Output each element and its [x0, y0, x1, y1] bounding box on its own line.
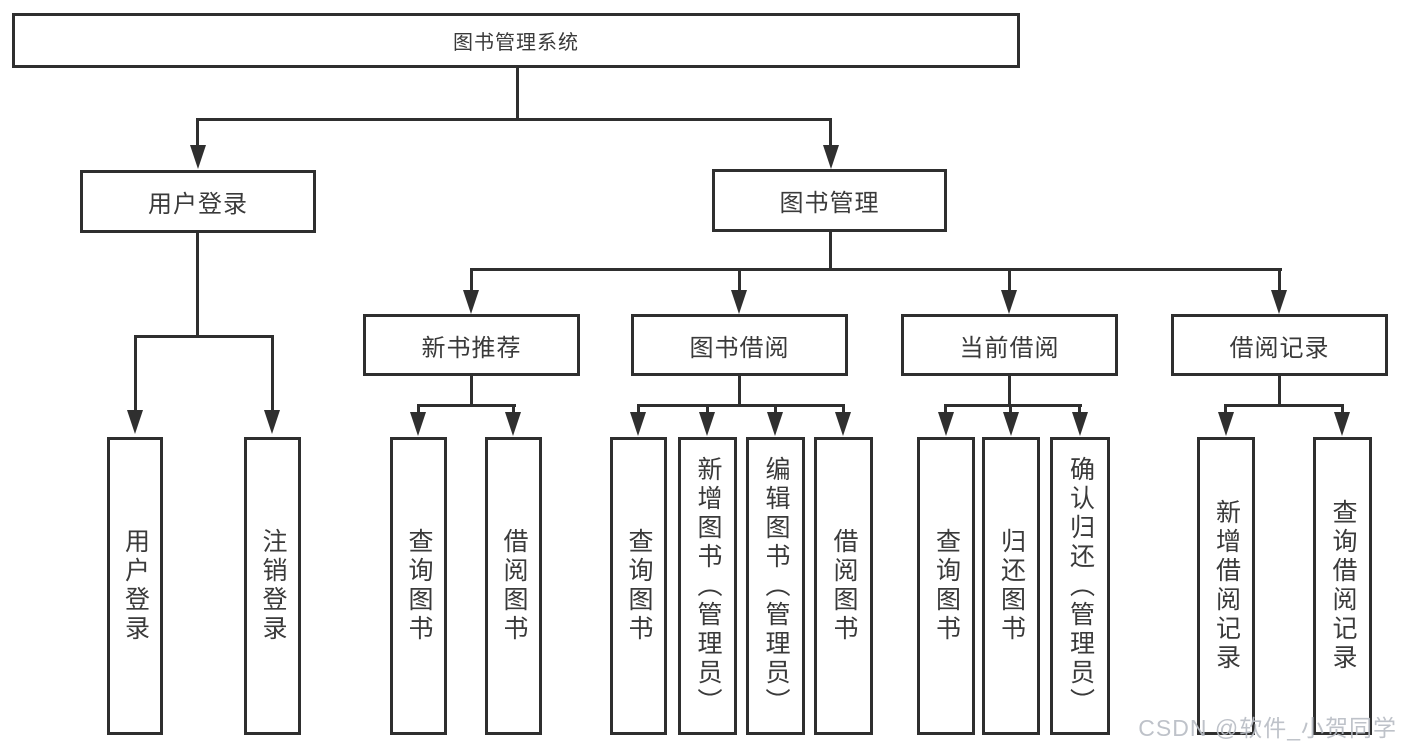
leaf-borrow-books-recommend-label: 借阅图书	[500, 528, 528, 644]
leaf-borrow-books-borrowing-label: 借阅图书	[830, 528, 858, 644]
leaf-return-books-label: 归还图书	[997, 528, 1026, 644]
leaf-add-borrow-record: 新增借阅记录	[1197, 437, 1255, 735]
connector-leaf-drop	[774, 407, 777, 413]
leaf-user-login: 用户登录	[107, 437, 163, 735]
arrow-down-icon	[1334, 412, 1350, 436]
connector-drop	[738, 271, 741, 290]
leaf-query-books-current-label: 查询图书	[932, 528, 961, 644]
node-borrowing-records-label: 借阅记录	[1229, 334, 1330, 362]
connector-rail	[637, 404, 845, 407]
node-new-book-recommend-label: 新书推荐	[421, 334, 522, 362]
connector-book-mgmt-drop	[829, 121, 832, 145]
connector-level1-rail	[196, 118, 832, 121]
leaf-query-books-borrowing: 查询图书	[610, 437, 667, 735]
connector-user-login-rail	[134, 335, 274, 338]
leaf-user-login-label: 用户登录	[121, 528, 150, 644]
node-user-login: 用户登录	[80, 170, 316, 233]
leaf-confirm-return-admin: 确认归还（管理员）	[1050, 437, 1110, 735]
arrow-down-icon	[1001, 290, 1017, 314]
connector-leaf-drop	[271, 338, 274, 410]
node-root: 图书管理系统	[12, 13, 1020, 68]
arrow-down-icon	[823, 145, 839, 169]
connector-stem	[1278, 376, 1281, 404]
connector-leaf-drop	[944, 407, 947, 413]
arrow-down-icon	[505, 412, 521, 436]
node-book-borrowing-label: 图书借阅	[689, 334, 790, 362]
node-new-book-recommend: 新书推荐	[363, 314, 580, 376]
connector-drop	[1008, 271, 1011, 290]
connector-leaf-drop	[1078, 407, 1081, 413]
node-borrowing-records: 借阅记录	[1171, 314, 1388, 376]
connector-stem	[1008, 376, 1011, 404]
connector-drop	[1278, 271, 1281, 290]
connector-rail	[944, 404, 1082, 407]
leaf-edit-book-admin: 编辑图书（管理员）	[746, 437, 805, 735]
leaf-logout-label: 注销登录	[259, 528, 287, 644]
leaf-logout: 注销登录	[244, 437, 301, 735]
connector-rail	[1224, 404, 1344, 407]
arrow-down-icon	[1271, 290, 1287, 314]
connector-rail	[417, 404, 516, 407]
leaf-query-books-recommend: 查询图书	[390, 437, 447, 735]
connector-leaf-drop	[706, 407, 709, 413]
connector-leaf-drop	[1341, 407, 1344, 413]
connector-root-stem	[516, 68, 519, 118]
arrow-down-icon	[1003, 412, 1019, 436]
node-root-label: 图书管理系统	[453, 32, 579, 54]
arrow-down-icon	[630, 412, 646, 436]
node-book-management-label: 图书管理	[779, 190, 880, 217]
arrow-down-icon	[127, 410, 143, 434]
arrow-down-icon	[1072, 412, 1088, 436]
leaf-add-borrow-record-label: 新增借阅记录	[1212, 499, 1241, 673]
arrow-down-icon	[463, 290, 479, 314]
arrow-down-icon	[699, 412, 715, 436]
leaf-borrow-books-borrowing: 借阅图书	[814, 437, 873, 735]
leaf-confirm-return-admin-label: 确认归还（管理员）	[1066, 455, 1095, 717]
leaf-query-books-current: 查询图书	[917, 437, 975, 735]
leaf-add-book-admin: 新增图书（管理员）	[678, 437, 737, 735]
connector-user-login-drop	[196, 121, 199, 145]
connector-leaf-drop	[637, 407, 640, 413]
arrow-down-icon	[264, 410, 280, 434]
connector-level2-rail	[470, 268, 1282, 271]
arrow-down-icon	[410, 412, 426, 436]
connector-user-login-stem	[196, 233, 199, 335]
leaf-return-books: 归还图书	[982, 437, 1040, 735]
leaf-borrow-books-recommend: 借阅图书	[485, 437, 542, 735]
leaf-query-books-recommend-label: 查询图书	[405, 528, 433, 644]
arrow-down-icon	[835, 412, 851, 436]
leaf-query-borrow-record-label: 查询借阅记录	[1329, 499, 1357, 673]
leaf-add-book-admin-label: 新增图书（管理员）	[694, 455, 722, 717]
node-book-borrowing: 图书借阅	[631, 314, 848, 376]
connector-stem	[470, 376, 473, 404]
connector-leaf-drop	[417, 407, 420, 413]
connector-drop	[470, 271, 473, 290]
arrow-down-icon	[190, 145, 206, 169]
arrow-down-icon	[1218, 412, 1234, 436]
arrow-down-icon	[938, 412, 954, 436]
csdn-watermark: CSDN @软件_小贺同学	[1138, 715, 1397, 741]
node-user-login-label: 用户登录	[148, 191, 248, 218]
leaf-query-borrow-record: 查询借阅记录	[1313, 437, 1372, 735]
leaf-edit-book-admin-label: 编辑图书（管理员）	[762, 455, 790, 717]
connector-leaf-drop	[1009, 407, 1012, 413]
node-book-management: 图书管理	[712, 169, 947, 232]
connector-leaf-drop	[512, 407, 515, 413]
node-current-borrowing-label: 当前借阅	[959, 334, 1060, 362]
connector-leaf-drop	[1224, 407, 1227, 413]
connector-book-mgmt-stem	[829, 232, 832, 268]
node-current-borrowing: 当前借阅	[901, 314, 1118, 376]
connector-stem	[738, 376, 741, 404]
connector-leaf-drop	[842, 407, 845, 413]
arrow-down-icon	[731, 290, 747, 314]
arrow-down-icon	[767, 412, 783, 436]
leaf-query-books-borrowing-label: 查询图书	[625, 528, 653, 644]
connector-leaf-drop	[134, 338, 137, 410]
